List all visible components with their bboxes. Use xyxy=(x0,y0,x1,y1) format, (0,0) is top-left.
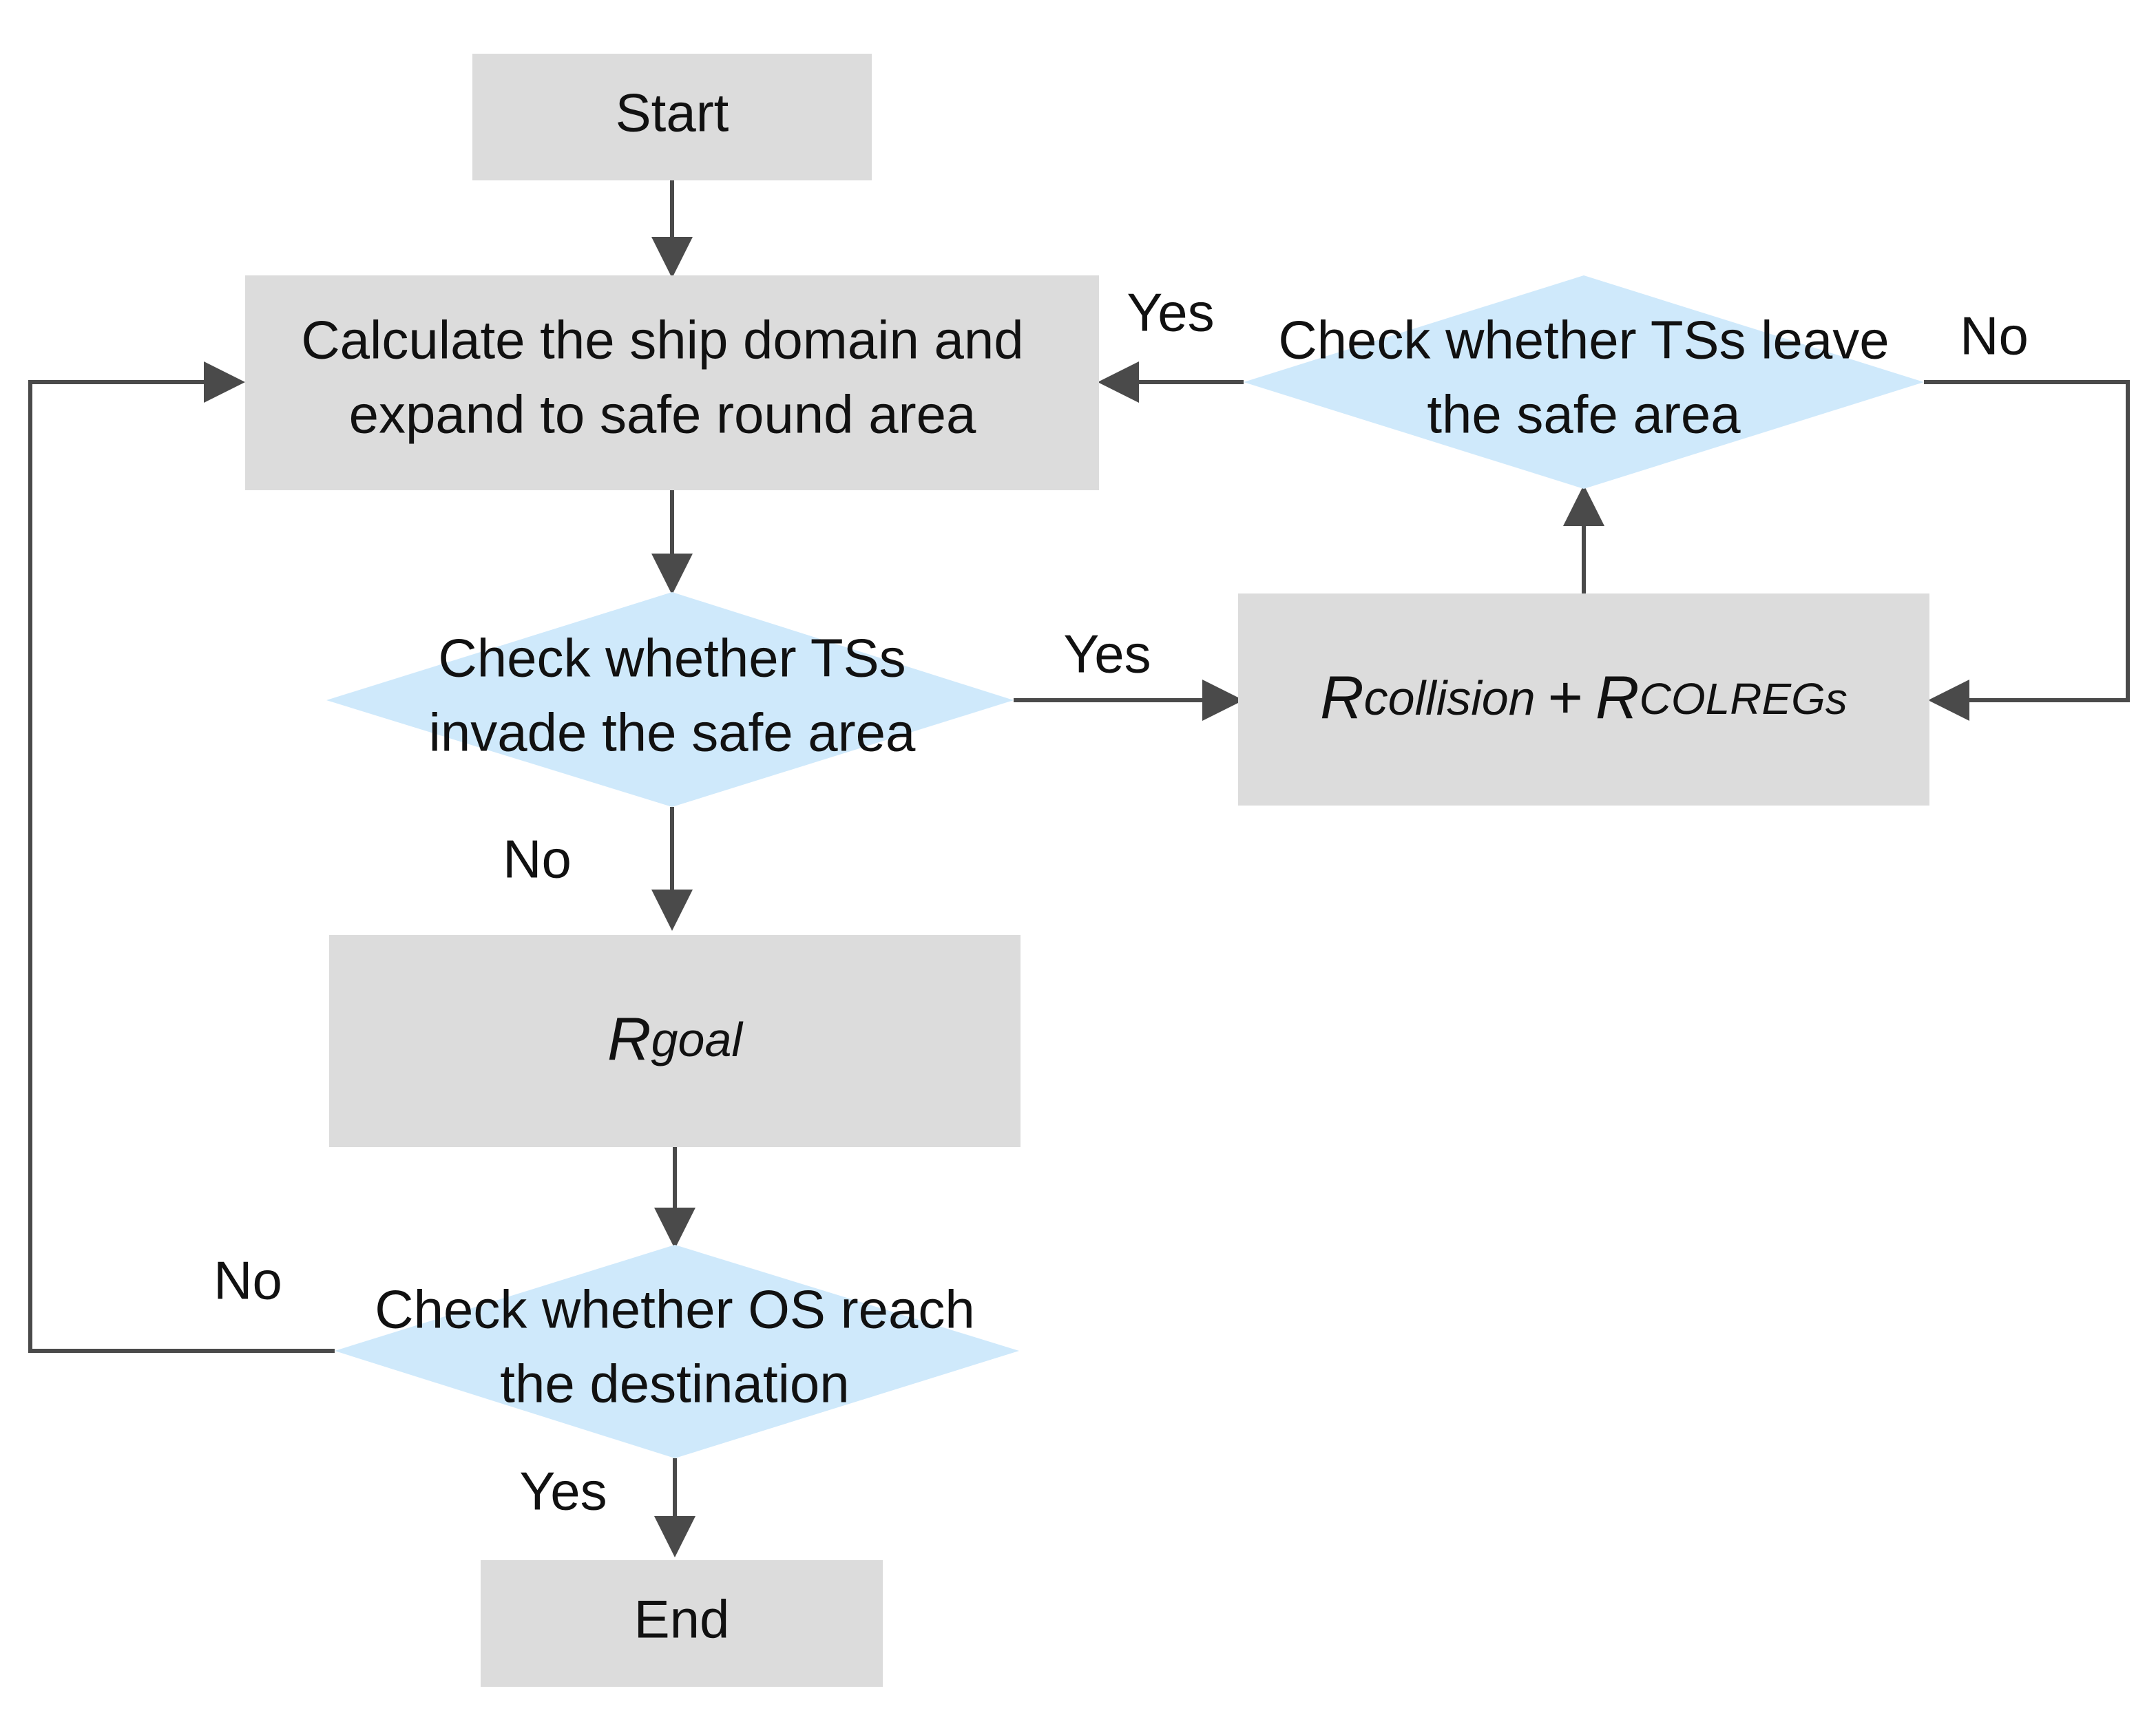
edge-reach-no-to-calc xyxy=(28,361,335,1353)
edge-label-reach-yes: Yes xyxy=(519,1461,607,1522)
reach-label-line1: Check whether OS reach xyxy=(375,1279,974,1340)
end-node: End xyxy=(481,1560,883,1687)
collision-reward-formula: Rcollision+RCOLREGs xyxy=(1320,663,1848,731)
reach-decision: Check whether OS reach the destination xyxy=(335,1245,1019,1458)
edge-label-leave-no: No xyxy=(1960,306,2029,366)
start-label: Start xyxy=(616,83,729,143)
calc-label-line1: Calculate the ship domain and xyxy=(301,310,1023,370)
invade-label-line1: Check whether TSs xyxy=(438,628,906,688)
calc-label-line2: expand to safe round area xyxy=(349,384,976,445)
edge-label-leave-yes: Yes xyxy=(1127,282,1214,343)
leave-label-line1: Check whether TSs leave xyxy=(1278,310,1889,370)
goal-reward-node: Rgoal xyxy=(329,935,1021,1147)
edge-leave-no-to-collision xyxy=(1924,380,2130,721)
edge-label-invade-no: No xyxy=(503,829,572,890)
end-label: End xyxy=(634,1589,730,1650)
leave-label-line2: the safe area xyxy=(1427,384,1741,445)
collision-reward-node: Rcollision+RCOLREGs xyxy=(1238,593,1929,806)
edge-label-reach-no: No xyxy=(213,1250,282,1311)
invade-label-line2: invade the safe area xyxy=(429,702,916,763)
start-node: Start xyxy=(472,54,872,180)
invade-decision: Check whether TSs invade the safe area xyxy=(326,592,1014,807)
goal-reward-formula: Rgoal xyxy=(607,1005,744,1073)
connectors xyxy=(28,180,2130,1557)
edge-label-invade-yes: Yes xyxy=(1063,624,1151,684)
calc-node: Calculate the ship domain and expand to … xyxy=(245,275,1099,490)
leave-decision: Check whether TSs leave the safe area xyxy=(1244,275,1924,489)
reach-label-line2: the destination xyxy=(500,1354,849,1414)
